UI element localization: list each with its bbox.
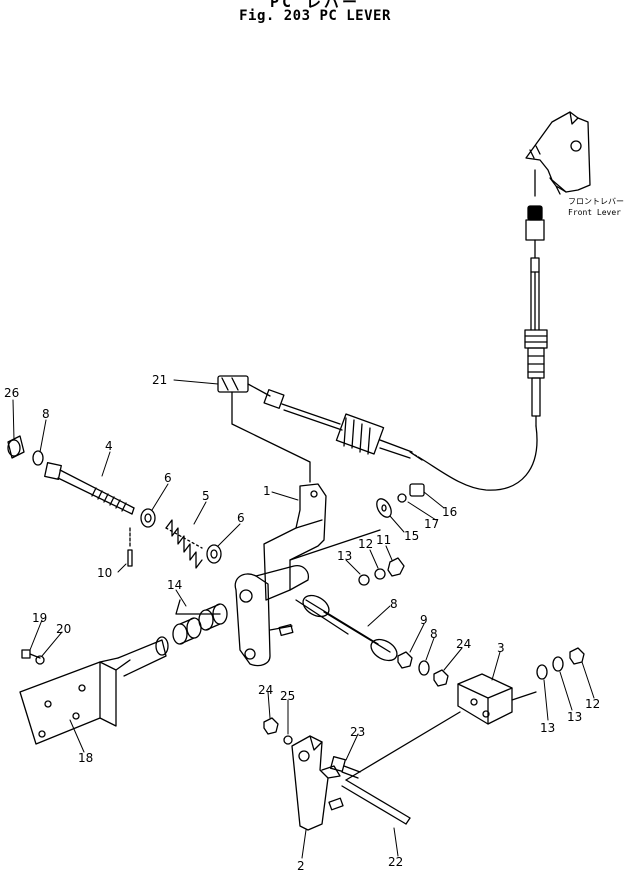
front-lever-label: フロントレバー Front Lever: [568, 196, 624, 218]
callout-22: 22: [388, 855, 403, 869]
lever-cable-end: [524, 205, 548, 427]
callout-17: 17: [424, 517, 439, 531]
lever-arm: [234, 565, 310, 667]
control-cable: [419, 425, 538, 491]
callout-24a: 24: [456, 637, 471, 651]
block-3: [457, 673, 537, 725]
callout-14: 14: [167, 578, 182, 592]
washer-6a: [140, 508, 156, 528]
callout-23: 23: [350, 725, 365, 739]
callout-19: 19: [32, 611, 47, 625]
callout-1: 1: [263, 484, 271, 498]
washer-13a: [358, 574, 370, 586]
washer-15: [376, 498, 392, 518]
bolt-16: [409, 483, 425, 497]
callout-20: 20: [56, 622, 71, 636]
callout-12a: 12: [358, 537, 373, 551]
callout-24b: 24: [258, 683, 273, 697]
front-lever-label-jp: フロントレバー: [568, 197, 624, 206]
callout-16: 16: [442, 505, 457, 519]
front-lever: [525, 111, 591, 197]
callout-13a: 13: [337, 549, 352, 563]
shaft-7: [302, 594, 398, 662]
snap-ring-8b: [418, 660, 430, 676]
callout-13b: 13: [540, 721, 555, 735]
callout-8b: 8: [430, 627, 438, 641]
screw-19: [21, 649, 41, 659]
pin-10: [127, 527, 133, 567]
callout-6a: 6: [164, 471, 172, 485]
callout-7: 8: [390, 597, 398, 611]
nut-24b: [263, 717, 279, 735]
callout-25: 25: [280, 689, 295, 703]
callout-11a: 11: [376, 533, 391, 547]
figure-title: Fig. 203 PC LEVER: [239, 8, 391, 24]
callout-numbers: 26 8 4 6 5 6 1 21 10 14 15 17 16 13 12 1…: [4, 373, 600, 872]
snap-ring-8a: [32, 450, 44, 466]
cable-assembly-21: [217, 375, 423, 461]
front-lever-label-en: Front Lever: [568, 208, 621, 217]
callout-11b: 12: [585, 697, 600, 711]
callout-6b: 6: [237, 511, 245, 525]
nut-9: [397, 651, 413, 669]
leader-lines: [12, 379, 595, 859]
callout-9: 9: [420, 613, 428, 627]
collar-26: [7, 435, 25, 459]
callout-2: 2: [297, 859, 305, 872]
spring-5: [165, 519, 203, 569]
callout-26: 26: [4, 386, 19, 400]
washer-12b: [552, 656, 564, 672]
callout-4: 4: [105, 439, 113, 453]
bracket-18: [19, 636, 169, 745]
callout-12b: 13: [567, 710, 582, 724]
callout-5: 5: [202, 489, 210, 503]
callout-3: 3: [497, 641, 505, 655]
callout-18: 18: [78, 751, 93, 765]
bushings-14: [172, 599, 228, 645]
spring-washer-17: [397, 493, 407, 503]
bracket-1: [263, 483, 327, 601]
figure-title-japanese: PC レバー: [269, 0, 361, 11]
callout-8a: 8: [42, 407, 50, 421]
washer-20: [35, 655, 45, 665]
pin-22: [341, 779, 411, 825]
washer-12a: [374, 568, 386, 580]
lever-2: [291, 735, 344, 831]
washer-13b: [536, 664, 548, 680]
washer-25: [283, 735, 293, 745]
nut-24a: [433, 669, 449, 687]
washer-6b: [206, 544, 222, 564]
callout-15: 15: [404, 529, 419, 543]
callout-10: 10: [97, 566, 112, 580]
nut-11a: [387, 557, 405, 577]
callout-21: 21: [152, 373, 167, 387]
bolt-4: [44, 462, 135, 515]
bolt-23: [330, 756, 361, 779]
